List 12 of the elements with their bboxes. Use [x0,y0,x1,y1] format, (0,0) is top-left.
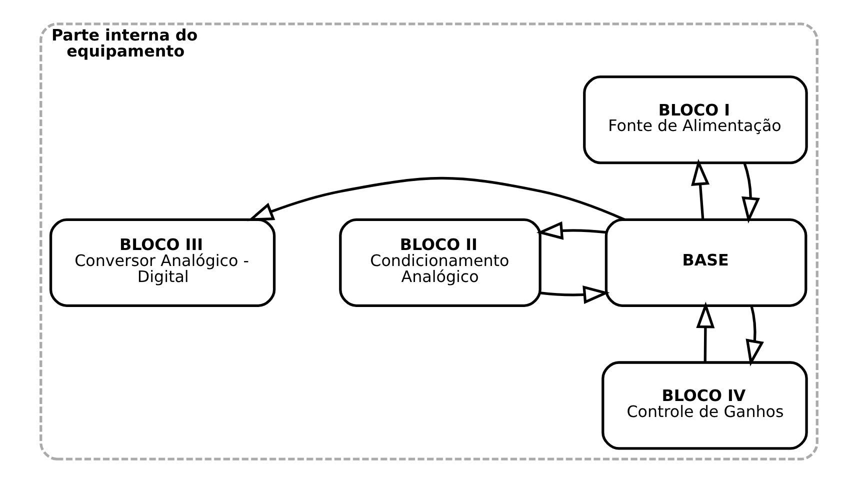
arrow [540,286,610,304]
node-box: BLOCO III Conversor Analógico - Digital [49,218,276,307]
arrow [247,176,626,222]
arrow [536,221,606,240]
node-box: BASE [604,218,808,307]
node-box: BLOCO II Condicionamento Analógico [339,218,542,307]
arrow [691,158,710,220]
node-box: BLOCO IV Controle de Ganhos [602,361,808,450]
arrow [746,305,764,366]
node-box: BLOCO I Fonte de Alimentação [583,76,808,164]
arrow [696,302,715,362]
arrow [742,162,760,224]
